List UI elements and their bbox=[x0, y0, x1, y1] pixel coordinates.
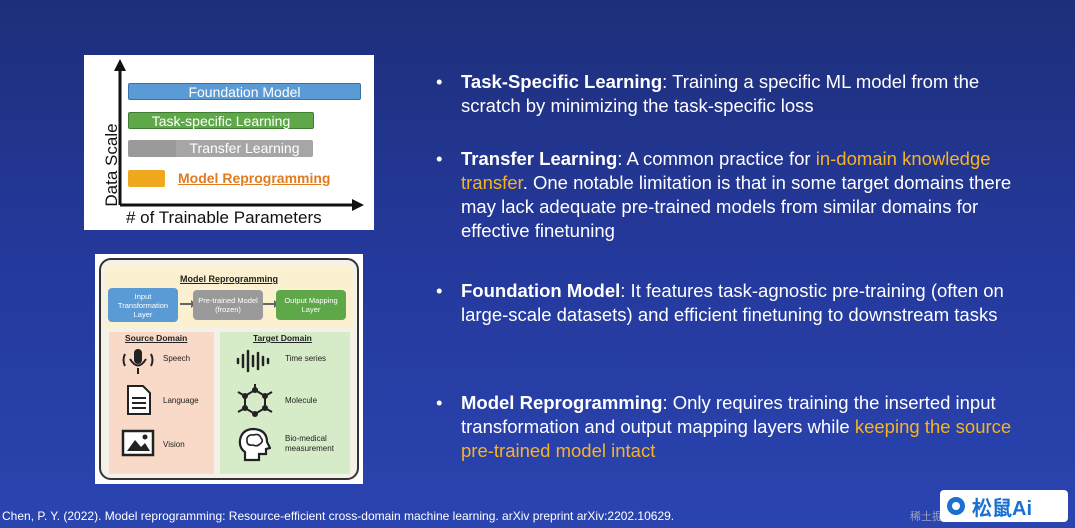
bullet-text: . One notable limitation is that in some… bbox=[461, 172, 1012, 241]
output-mapping-box: Output Mapping Layer bbox=[276, 290, 346, 320]
bullet-text: : A common practice for bbox=[617, 148, 816, 169]
brand-logo: 松鼠Ai bbox=[940, 490, 1068, 522]
reprogramming-diagram: Model Reprogramming Input Transformation… bbox=[95, 254, 363, 484]
document-icon bbox=[127, 385, 151, 415]
arrow-icon bbox=[263, 300, 279, 308]
image-icon bbox=[121, 429, 155, 457]
bullet-term: Task-Specific Learning bbox=[461, 71, 663, 92]
bullet-text: : Only requires training the inserted in… bbox=[461, 392, 996, 437]
brain-head-icon bbox=[238, 427, 271, 462]
bar-model-reprogramming bbox=[128, 170, 165, 187]
bullet-text: : Training a specific ML model from the … bbox=[461, 71, 980, 116]
arrow-icon bbox=[180, 300, 196, 308]
data-scale-figure: Data Scale # of Trainable Parameters Fou… bbox=[84, 55, 374, 230]
target-item-label: Bio-medical measurement bbox=[285, 434, 334, 453]
bullet-highlight: in-domain knowledge transfer bbox=[461, 148, 991, 193]
brand-logo-text: 松鼠Ai bbox=[972, 497, 1032, 520]
target-domain-title: Target Domain bbox=[253, 333, 312, 343]
target-item-label: Time series bbox=[285, 354, 327, 363]
bullet-dot: • bbox=[436, 148, 443, 169]
x-axis-label: # of Trainable Parameters bbox=[126, 208, 322, 227]
brand-logo-icon bbox=[947, 497, 965, 515]
citation-text: Chen, P. Y. (2022). Model reprogramming:… bbox=[2, 509, 675, 523]
source-domain-title: Source Domain bbox=[125, 333, 188, 343]
axes bbox=[114, 59, 364, 211]
microphone-icon bbox=[122, 349, 154, 374]
y-axis-label: Data Scale bbox=[102, 123, 121, 207]
pretrained-model-box: Pre-trained Model (frozen) bbox=[193, 290, 263, 320]
input-transformation-box: Input Transformation Layer bbox=[108, 288, 178, 322]
diagram-title: Model Reprogramming bbox=[179, 274, 278, 284]
bullet-text: : It features task-agnostic pre-training… bbox=[461, 280, 1004, 325]
waveform-icon bbox=[236, 349, 270, 373]
bar-transfer-learning-base bbox=[128, 140, 184, 157]
bar-task-specific-learning: Task-specific Learning bbox=[128, 112, 314, 129]
bullet-term: Transfer Learning bbox=[461, 148, 618, 169]
bullet-term: Model Reprogramming bbox=[461, 392, 663, 413]
bullet-dot: • bbox=[436, 280, 443, 301]
bullet-highlight: keeping the source pre-trained model int… bbox=[461, 416, 1012, 461]
bullet-dot: • bbox=[436, 71, 443, 92]
source-item-label: Language bbox=[163, 396, 199, 405]
source-item-label: Vision bbox=[163, 440, 185, 449]
bullet-dot: • bbox=[436, 392, 443, 413]
source-item-label: Speech bbox=[163, 354, 191, 363]
bar-transfer-learning: Transfer Learning bbox=[176, 140, 313, 157]
bar-foundation-model: Foundation Model bbox=[128, 83, 361, 100]
bullet-term: Foundation Model bbox=[461, 280, 621, 301]
molecule-icon bbox=[237, 384, 273, 417]
bar-model-reprogramming-label: Model Reprogramming bbox=[178, 170, 331, 186]
target-item-label: Molecule bbox=[285, 396, 318, 405]
